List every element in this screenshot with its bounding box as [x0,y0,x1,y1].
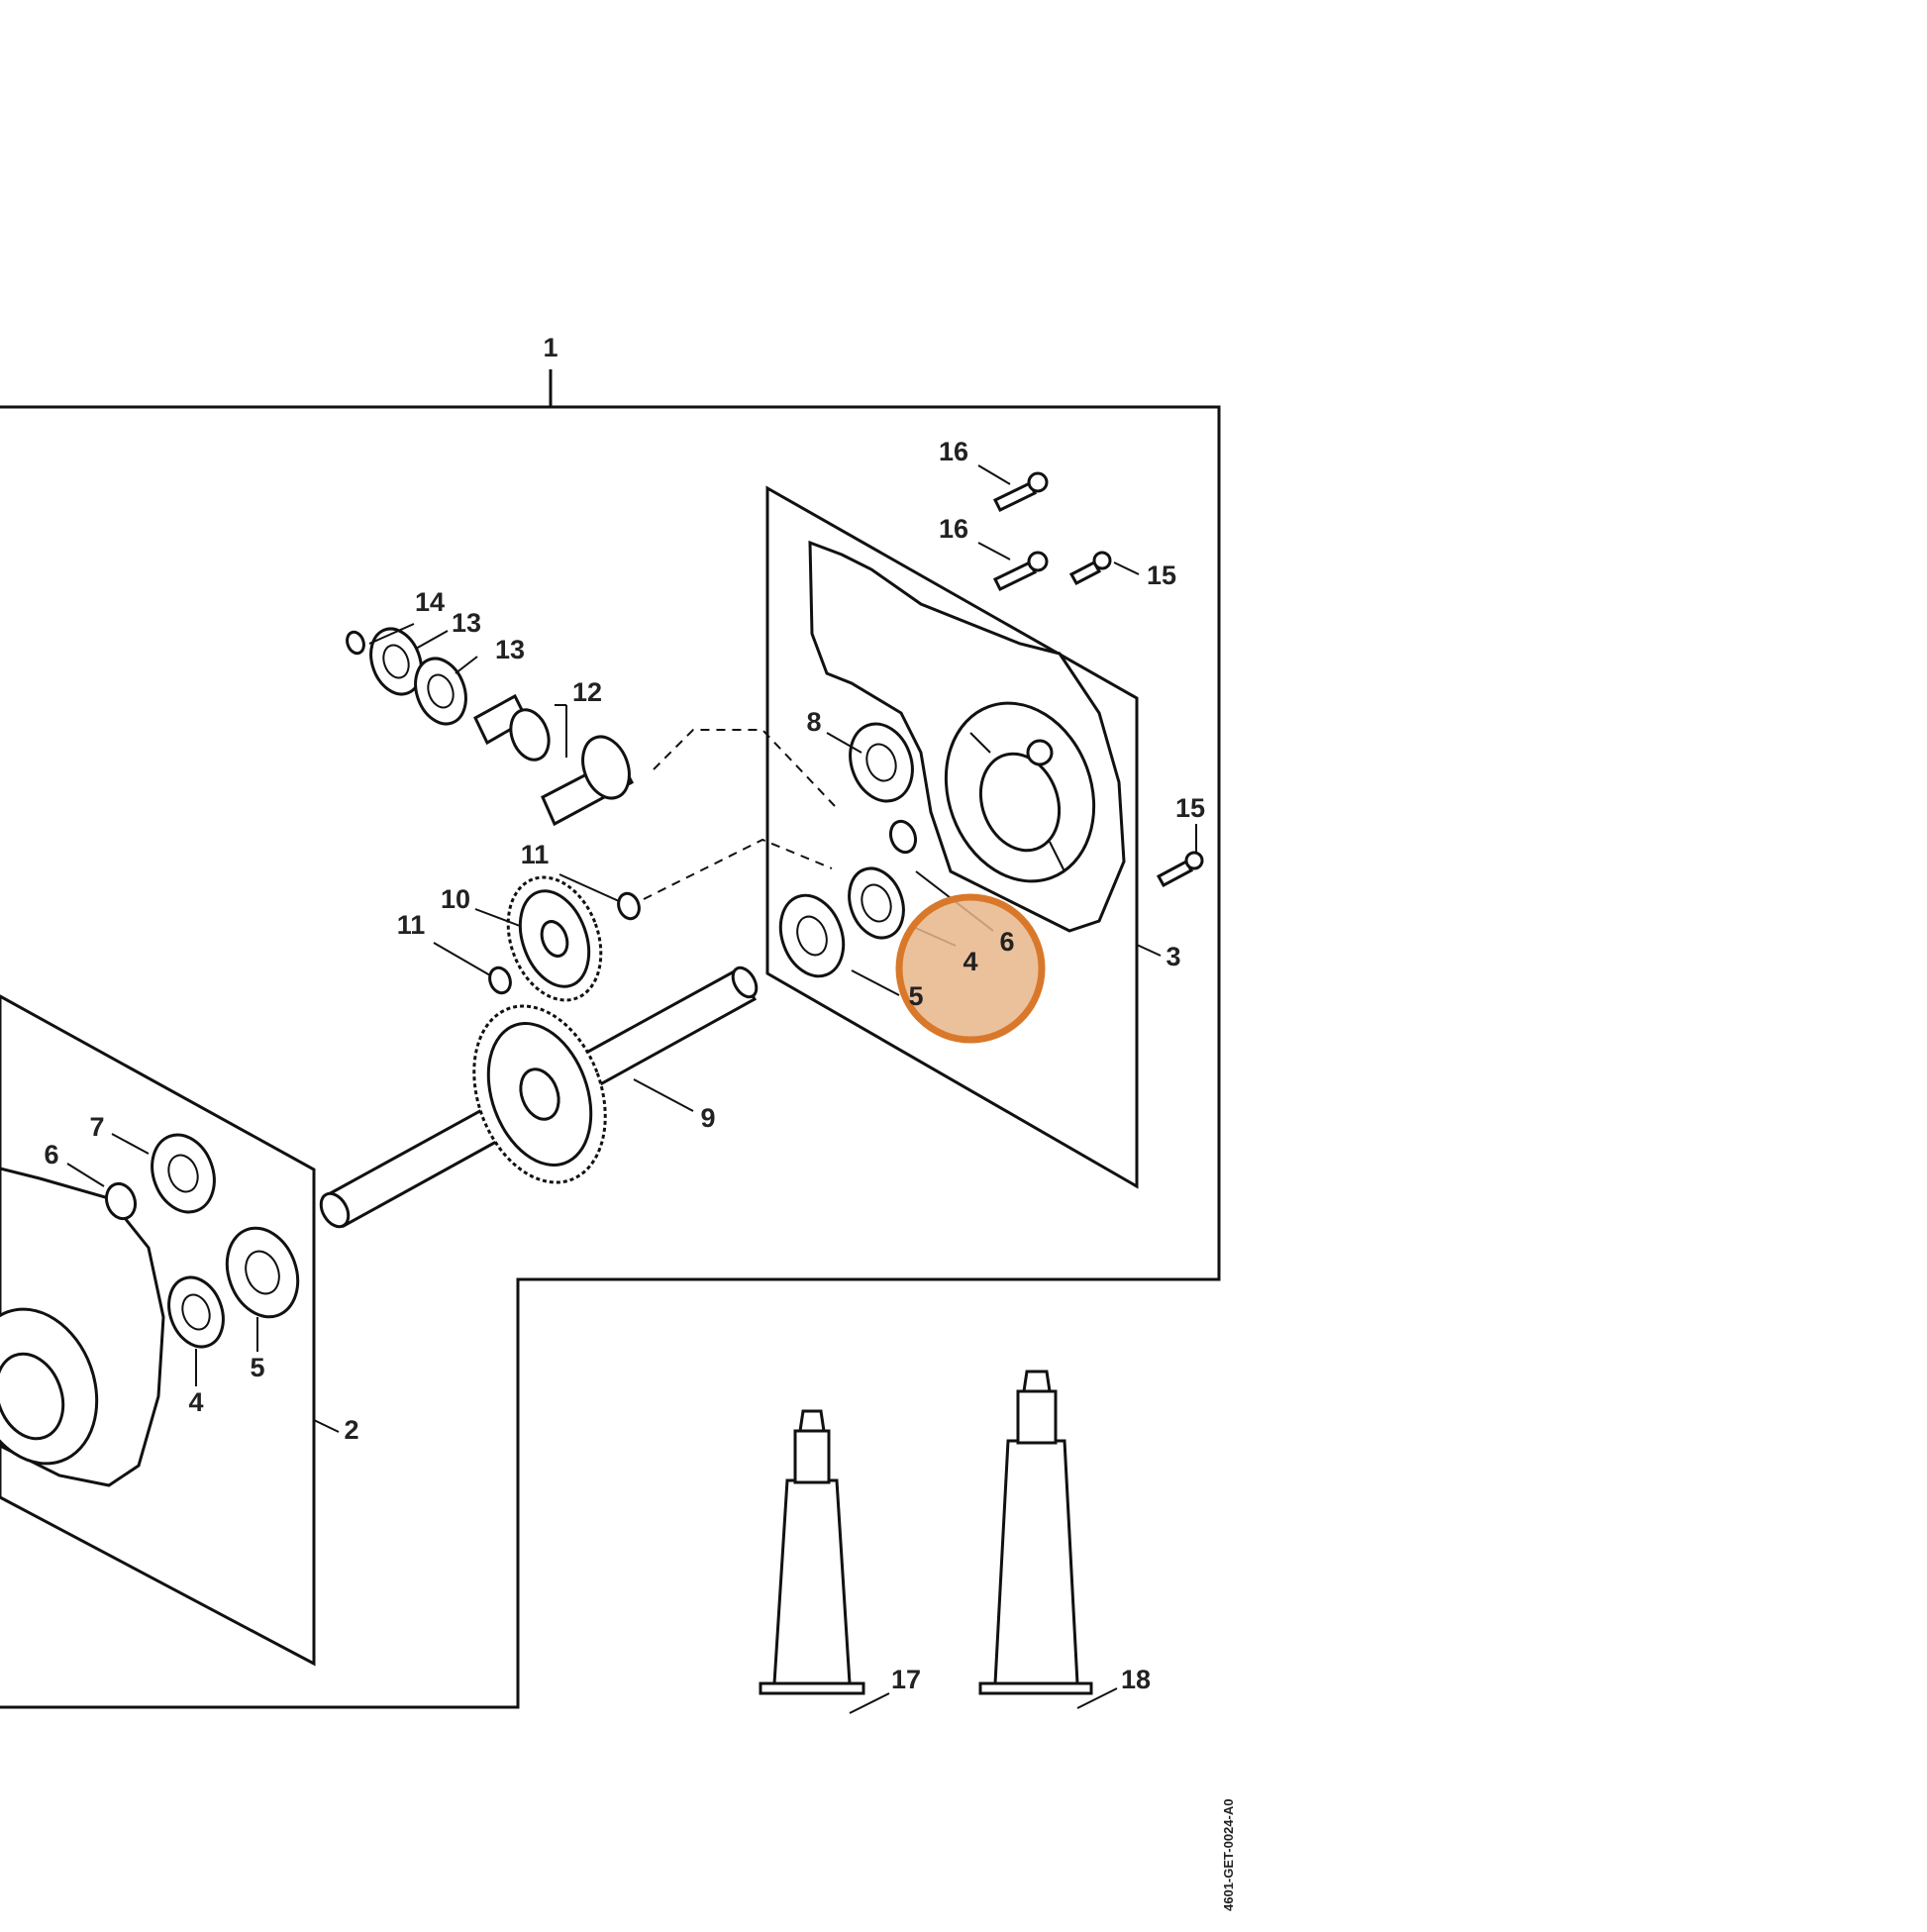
callout-5-right: 5 [908,981,923,1011]
callout-6-right: 6 [999,927,1014,957]
screws [992,471,1204,888]
callout-13-upper: 13 [452,608,481,638]
housing-panel-right [765,485,1139,1189]
bevel-pinion-shaft [473,693,635,827]
housing-panel-left [0,994,316,1667]
assembly-path-upper [653,729,836,807]
leader-2 [313,1419,340,1433]
callout-16-lower: 16 [939,514,968,544]
callout-4-left: 4 [188,1387,203,1417]
callout-4-right: 4 [963,947,977,976]
callout-10: 10 [441,884,470,914]
callout-11-upper: 11 [521,840,550,869]
callout-11-lower: 11 [397,910,426,940]
gearbox-cover-right [808,540,1126,933]
callout-15-upper: 15 [1147,560,1176,590]
gearbox-cover-left [0,1167,165,1487]
callout-2: 2 [344,1415,358,1445]
callout-8: 8 [806,707,821,737]
assembly-frame [0,405,1221,1709]
callout-7: 7 [89,1112,104,1142]
assembly-path-lower [643,838,833,900]
spur-gear-10 [506,875,603,1002]
callout-18: 18 [1121,1665,1151,1694]
grease-tube-17 [759,1409,865,1695]
callout-6-left: 6 [44,1140,58,1169]
callout-14: 14 [415,587,445,617]
highlight-marker [895,893,1046,1044]
callout-9: 9 [700,1103,715,1133]
callout-1: 1 [543,333,558,362]
callout-3: 3 [1166,942,1180,971]
callout-12: 12 [572,677,602,707]
leader-3 [1136,944,1162,957]
callout-17: 17 [891,1665,921,1694]
callout-16-upper: 16 [939,437,968,466]
callout-5-left: 5 [250,1353,264,1382]
callout-13-lower: 13 [495,635,525,664]
drawing-number: 4601-GET-0024-A0 [1221,1799,1236,1911]
callout-15-lower: 15 [1175,793,1205,823]
large-spur-gear [472,1004,607,1184]
grease-tube-18 [978,1370,1093,1695]
bearings [104,627,918,1349]
